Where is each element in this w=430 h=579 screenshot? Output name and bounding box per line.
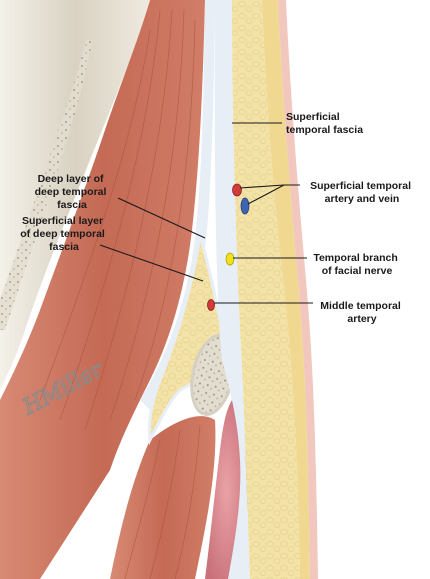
skull-bone <box>0 0 150 390</box>
superficial-temporal-fascia <box>232 0 300 579</box>
masseter-muscle <box>110 416 216 579</box>
label-superficial-layer-deep-temporal-fascia: Superficial layer of deep temporal fasci… <box>20 215 108 253</box>
superficial-fascia-membrane <box>214 0 250 579</box>
label-temporal-branch-facial-nerve: Temporal branch of facial nerve <box>313 252 400 277</box>
muscle-striations <box>39 9 196 431</box>
skin <box>278 0 318 579</box>
label-superficial-temporal-fascia: Superficial temporal fascia <box>286 111 363 136</box>
superficial-temporal-artery <box>232 183 242 197</box>
label-middle-temporal-artery: Middle temporal artery <box>320 300 403 325</box>
temporal-branch-facial-nerve <box>225 252 235 266</box>
bone-marrow <box>0 40 92 330</box>
middle-temporal-artery <box>207 299 215 311</box>
leader-lines <box>99 122 313 304</box>
superficial-temporal-vein <box>240 197 250 215</box>
label-deep-layer-deep-temporal-fascia: Deep layer of deep temporal fascia <box>35 173 110 211</box>
subcutaneous-fat <box>262 0 310 579</box>
label-superficial-temporal-artery-vein: Superficial temporal artery and vein <box>310 180 414 205</box>
